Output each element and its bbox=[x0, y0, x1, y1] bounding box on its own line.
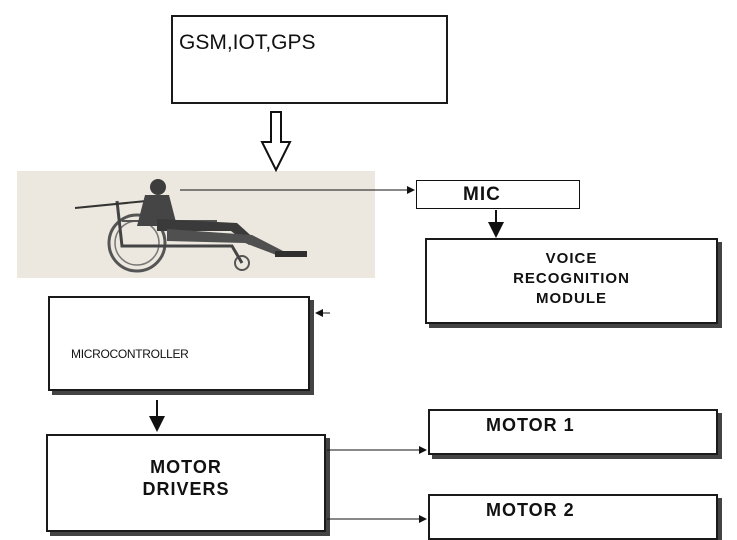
motor1-label: MOTOR 1 bbox=[486, 415, 575, 435]
voice-recognition-label: VOICE RECOGNITION MODULE bbox=[513, 250, 630, 307]
wheelchair-person-illustration bbox=[74, 179, 307, 273]
motor-drivers-label: MOTOR DRIVERS bbox=[142, 457, 230, 499]
mic-block: MIC bbox=[416, 180, 580, 209]
motor-drivers-block: MOTOR DRIVERS bbox=[46, 434, 326, 532]
microcontroller-label: MICROCONTROLLER bbox=[71, 347, 189, 361]
comm-module-label: GSM,IOT,GPS bbox=[179, 31, 316, 54]
voice-recognition-block: VOICE RECOGNITION MODULE bbox=[425, 238, 718, 324]
mic-label: MIC bbox=[463, 184, 501, 205]
wheelchair-image bbox=[17, 171, 375, 278]
motor1-block: MOTOR 1 bbox=[428, 409, 718, 455]
microcontroller-block: MICROCONTROLLER bbox=[48, 296, 310, 391]
hollow-down-arrow bbox=[260, 111, 292, 173]
comm-module-block: GSM,IOT,GPS bbox=[171, 15, 448, 104]
motor2-label: MOTOR 2 bbox=[486, 500, 575, 520]
